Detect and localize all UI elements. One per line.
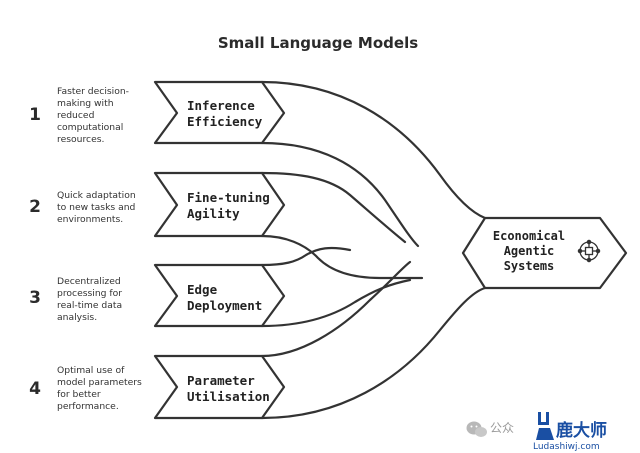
flow-line-1-bottom (260, 141, 420, 248)
svg-text:Faster decision-: Faster decision- (57, 86, 129, 97)
svg-text:Fine-tuning: Fine-tuning (187, 190, 270, 205)
item-number-2: 2 (29, 197, 41, 217)
input-shape-1 (153, 80, 286, 145)
svg-text:processing for: processing for (57, 288, 122, 299)
svg-text:making with: making with (57, 98, 114, 109)
flow-line-1-top (260, 80, 487, 220)
svg-text:Utilisation: Utilisation (187, 389, 270, 404)
svg-text:for better: for better (57, 389, 101, 400)
watermark-url: Ludashiwj.com (533, 442, 600, 452)
svg-text:environments.: environments. (57, 214, 123, 225)
flow-lines (260, 80, 487, 420)
item-number-4: 4 (29, 379, 41, 399)
item-description-2: Quick adaptation to new tasks and enviro… (57, 190, 136, 225)
network-hub-icon (577, 239, 601, 263)
wechat-icon (466, 421, 487, 437)
output-arrow-shape (461, 216, 628, 290)
input-shape-3 (153, 263, 286, 328)
input-label-3: Edge Deployment (187, 282, 262, 313)
svg-text:Agility: Agility (187, 206, 240, 221)
input-label-2: Fine-tuning Agility (187, 190, 270, 221)
svg-text:analysis.: analysis. (57, 312, 97, 323)
svg-text:Inference: Inference (187, 98, 255, 113)
svg-text:Parameter: Parameter (187, 373, 255, 388)
svg-text:Deployment: Deployment (187, 298, 262, 313)
svg-text:Quick adaptation: Quick adaptation (57, 190, 136, 201)
input-label-1: Inference Efficiency (187, 98, 263, 129)
svg-text:Efficiency: Efficiency (187, 114, 263, 129)
svg-text:computational: computational (57, 122, 123, 133)
svg-text:reduced: reduced (57, 110, 94, 121)
input-label-4: Parameter Utilisation (187, 373, 270, 404)
item-number-1: 1 (29, 105, 41, 125)
item-description-4: Optimal use of model parameters for bett… (57, 365, 142, 412)
diagram-title: Small Language Models (218, 34, 418, 52)
svg-text:performance.: performance. (57, 401, 119, 412)
svg-text:Agentic: Agentic (504, 244, 555, 258)
output-label: Economical Agentic Systems (493, 229, 565, 273)
flow-line-4-top (260, 260, 412, 358)
item-description-3: Decentralized processing for real-time d… (57, 276, 122, 323)
svg-text:model parameters: model parameters (57, 377, 142, 388)
watermark-brand: 鹿大师 (556, 420, 607, 441)
svg-text:to new tasks and: to new tasks and (57, 202, 135, 213)
svg-text:Economical: Economical (493, 229, 565, 243)
svg-text:Edge: Edge (187, 282, 218, 297)
flow-line-2-top (260, 171, 407, 244)
flow-line-4-bottom (260, 286, 487, 420)
deer-logo-icon (536, 412, 554, 440)
input-shape-2 (153, 171, 286, 238)
flow-line-3-top (260, 246, 352, 267)
input-shape-4 (153, 354, 286, 420)
flow-line-2-bottom (260, 234, 424, 280)
flow-line-3-bottom (260, 278, 412, 328)
svg-text:Decentralized: Decentralized (57, 276, 121, 287)
svg-text:resources.: resources. (57, 134, 104, 145)
watermark: 公众 鹿大师 Ludashiwj.com (466, 412, 607, 452)
item-number-3: 3 (29, 288, 41, 308)
svg-text:real-time data: real-time data (57, 300, 122, 311)
item-description-1: Faster decision- making with reduced com… (57, 86, 129, 145)
svg-text:Optimal use of: Optimal use of (57, 365, 125, 376)
watermark-wechat-text: 公众 (490, 421, 514, 435)
svg-text:Systems: Systems (504, 259, 555, 273)
